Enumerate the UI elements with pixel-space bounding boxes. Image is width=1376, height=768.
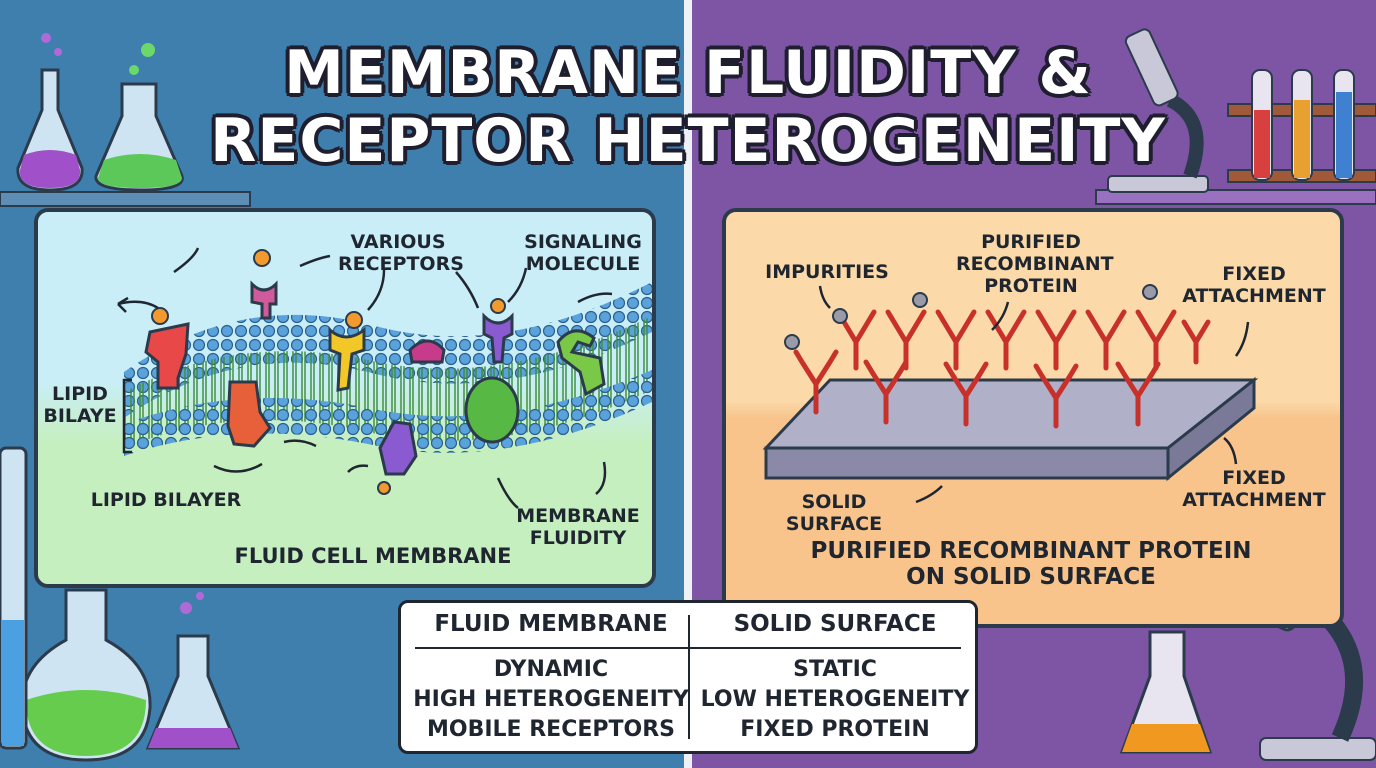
solid-surface-diagram xyxy=(762,284,1259,504)
purple-flask-icon xyxy=(16,68,84,192)
fluid-membrane-header: FLUID MEMBRANE xyxy=(434,611,668,637)
impurities-label: IMPURITIES xyxy=(765,261,889,283)
fluid-item-heterogeneity: HIGH HETEROGENEITY xyxy=(413,687,689,712)
pointer-arrows xyxy=(818,285,1250,504)
main-title-line-2: RECEPTOR HETEROGENEITY xyxy=(210,106,1166,176)
blue-tube-icon xyxy=(0,446,28,750)
solid-surface-header: SOLID SURFACE xyxy=(733,611,937,637)
motion-arrows xyxy=(117,247,613,509)
main-title-line-1: MEMBRANE FLUIDITY & xyxy=(284,38,1092,108)
lipid-bilayer-label: LIPID BILAYER xyxy=(90,489,242,511)
purple-receptor-icon xyxy=(482,298,514,364)
solid-surface-label: SOLID SURFACE xyxy=(785,491,883,535)
solid-item-static: STATIC xyxy=(793,657,877,682)
solid-surface-panel: IMPURITIES PURIFIED RECOMBINANT PROTEIN … xyxy=(722,208,1344,628)
solid-surface-column: STATIC LOW HETEROGENEITY FIXED PROTEIN xyxy=(695,655,975,745)
table-column-divider xyxy=(688,615,690,739)
membrane-fluidity-label: MEMBRANE FLUIDITY xyxy=(516,505,640,549)
yellow-receptor-icon xyxy=(328,311,366,392)
fluid-item-mobile: MOBILE RECEPTORS xyxy=(426,717,675,742)
fixed-attachment-top-label: FIXED ATTACHMENT xyxy=(1182,263,1326,307)
fluid-cell-membrane-caption: FLUID CELL MEMBRANE xyxy=(234,544,512,568)
comparison-table: FLUID MEMBRANE SOLID SURFACE DYNAMIC HIG… xyxy=(398,600,978,754)
lipid-bilaye-label: LIPID BILAYE xyxy=(43,383,117,427)
red-channel-icon xyxy=(226,380,272,448)
fluid-item-dynamic: DYNAMIC xyxy=(493,657,609,682)
fixed-attachment-bottom-label: FIXED ATTACHMENT xyxy=(1182,467,1326,511)
microscope-icon xyxy=(1107,28,1209,193)
purified-protein-caption: PURIFIED RECOMBINANT PROTEIN ON SOLID SU… xyxy=(810,538,1252,591)
center-divider xyxy=(684,0,692,768)
various-receptors-label: VARIOUS RECEPTORS xyxy=(338,231,464,275)
solid-item-fixed: FIXED PROTEIN xyxy=(740,717,930,742)
purified-protein-label: PURIFIED RECOMBINANT PROTEIN xyxy=(956,231,1114,297)
membrane-diagram xyxy=(117,247,652,509)
green-receptor-icon xyxy=(556,329,606,397)
red-receptor-icon xyxy=(144,307,190,390)
impurity-particles xyxy=(784,284,1158,350)
test-tube-rack-icon xyxy=(1251,69,1355,181)
solid-surface-slab xyxy=(762,376,1259,482)
green-channel-icon xyxy=(464,376,520,444)
green-round-flask-icon xyxy=(20,588,152,762)
orange-flask-icon xyxy=(1119,630,1213,754)
pink-receptor-icon xyxy=(250,249,278,320)
signaling-molecule-label: SIGNALING MOLECULE xyxy=(524,231,642,275)
fluid-membrane-panel: VARIOUS RECEPTORS SIGNALING MOLECULE LIP… xyxy=(34,208,656,588)
fluid-membrane-column: DYNAMIC HIGH HETEROGENEITY MOBILE RECEPT… xyxy=(411,655,691,745)
antibody-array-icon xyxy=(793,309,1211,429)
solid-item-heterogeneity: LOW HETEROGENEITY xyxy=(700,687,970,712)
green-flask-icon xyxy=(94,82,184,192)
purple-bottom-flask-icon xyxy=(145,634,241,750)
purple-channel-icon xyxy=(377,420,418,495)
magenta-protein-icon xyxy=(408,339,446,364)
